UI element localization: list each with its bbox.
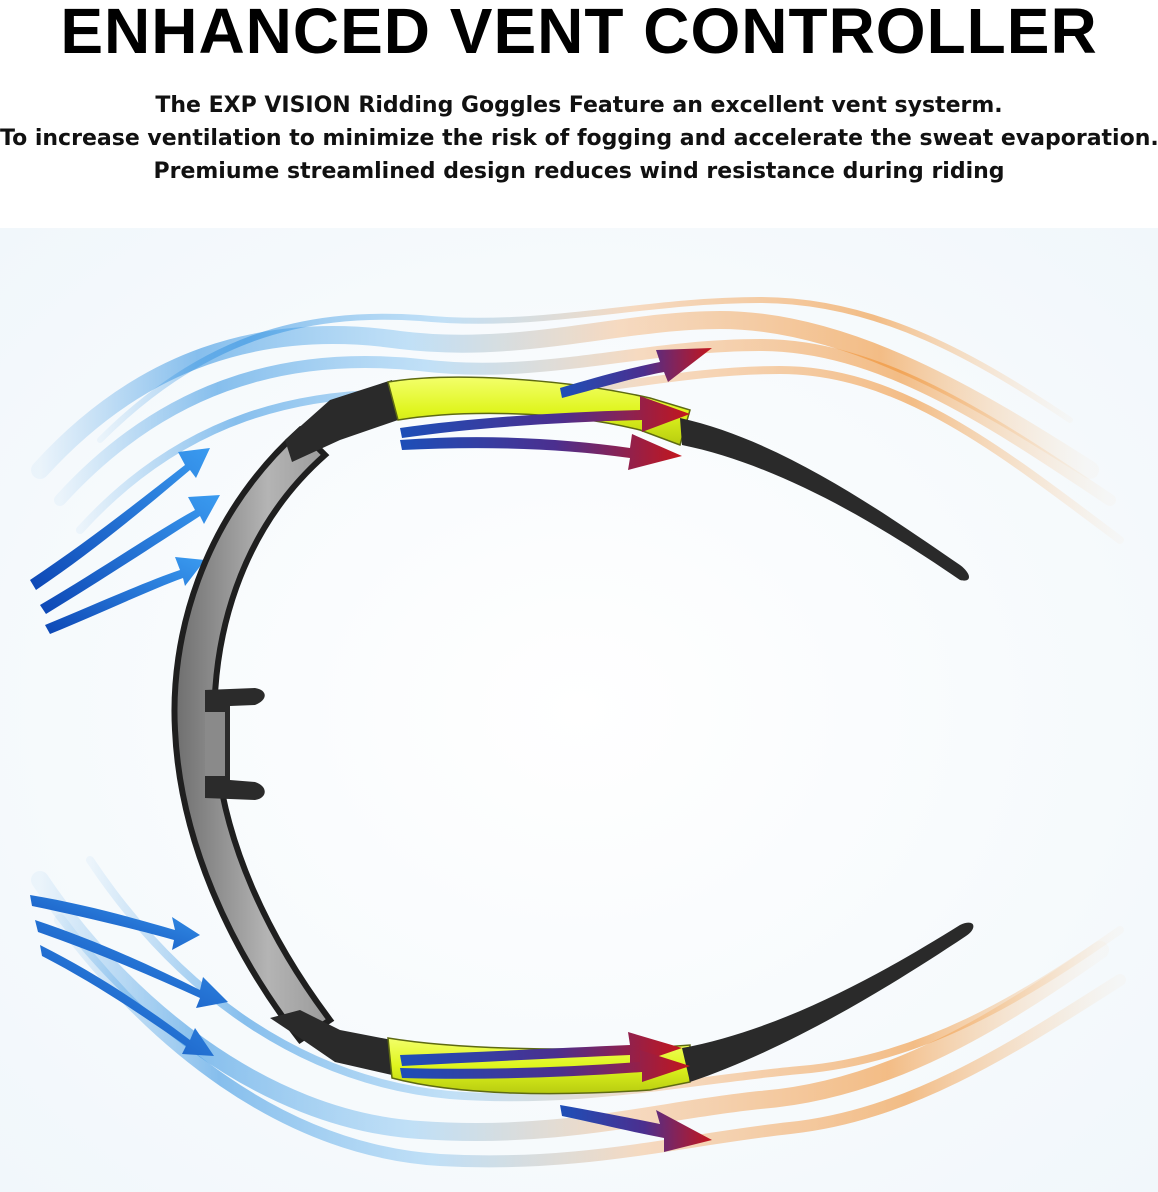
goggles-airflow-illustration	[0, 228, 1158, 1192]
lower-vent-arrows	[400, 1032, 712, 1152]
upper-temple-arm	[680, 418, 969, 581]
upper-vent-arrows	[400, 348, 712, 470]
lower-intake-arrows	[30, 895, 228, 1056]
headline: ENHANCED VENT CONTROLLER	[60, 0, 1098, 67]
description-line-3: Premiume streamlined design reduces wind…	[153, 159, 1005, 184]
lower-temple-arm	[682, 922, 974, 1082]
lens	[171, 425, 335, 1045]
upper-intake-arrows	[30, 448, 220, 634]
description-line-2: To increase ventilation to minimize the …	[0, 126, 1158, 151]
description-line-1: The EXP VISION Ridding Goggles Feature a…	[155, 93, 1003, 118]
goggles-frame	[171, 376, 974, 1095]
description-block: The EXP VISION Ridding Goggles Feature a…	[0, 89, 1158, 188]
upper-airflow-streaks	[31, 296, 1124, 544]
